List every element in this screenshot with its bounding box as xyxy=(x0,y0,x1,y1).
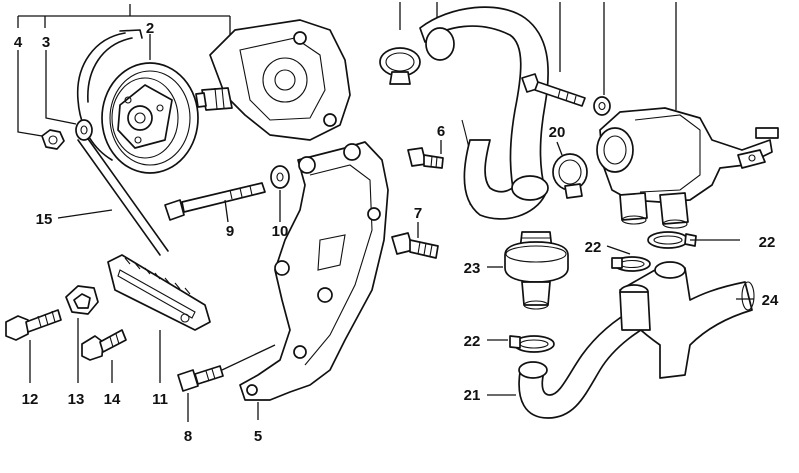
callout-22-upper-left: 22 xyxy=(585,239,602,256)
top-group-bracket xyxy=(17,2,677,110)
bolt-7 xyxy=(391,222,439,259)
callout-2: 2 xyxy=(146,20,154,37)
adjuster-nut-13 xyxy=(65,285,99,383)
pump-housing xyxy=(195,19,351,141)
callout-20: 20 xyxy=(549,124,566,141)
callout-9: 9 xyxy=(226,223,234,240)
hose-clamp-20 xyxy=(552,141,588,199)
callout-labels: 2 3 4 5 6 7 8 9 10 11 12 13 14 15 20 21 … xyxy=(14,20,779,445)
callout-14: 14 xyxy=(104,391,121,408)
callout-15: 15 xyxy=(36,211,53,228)
bolt-9 xyxy=(164,182,266,223)
bolt-14 xyxy=(81,329,127,383)
callout-6: 6 xyxy=(437,123,445,140)
bolt-6 xyxy=(407,140,444,169)
nut-4 xyxy=(17,50,65,150)
callout-10: 10 xyxy=(272,223,289,240)
callout-8: 8 xyxy=(184,428,192,445)
fitting-23 xyxy=(487,231,569,310)
hose-24 xyxy=(619,261,755,379)
callout-22-lower: 22 xyxy=(464,333,481,350)
thermostat-bolt xyxy=(521,73,586,107)
callout-5: 5 xyxy=(254,428,262,445)
bolt-8 xyxy=(177,344,276,422)
bolt-12 xyxy=(5,309,62,383)
hose-clamp-22-upper-right xyxy=(647,231,740,249)
callout-13: 13 xyxy=(68,391,85,408)
callout-7: 7 xyxy=(414,205,422,222)
thermostat-housing xyxy=(596,107,779,229)
callout-24: 24 xyxy=(762,292,779,309)
washer-3 xyxy=(45,50,93,141)
callout-23: 23 xyxy=(464,260,481,277)
mounting-bracket-5 xyxy=(239,141,389,420)
upper-coolant-hose xyxy=(419,6,549,220)
belt-pulley-assembly xyxy=(76,29,199,174)
callout-22-upper-right: 22 xyxy=(759,234,776,251)
callout-3: 3 xyxy=(42,34,50,51)
callout-12: 12 xyxy=(22,391,39,408)
upper-clamp xyxy=(379,47,421,85)
hose-clamp-22-lower xyxy=(487,335,555,353)
hose-clamp-22-upper-left xyxy=(606,245,651,272)
washer-10 xyxy=(270,165,290,222)
thermostat-washer xyxy=(593,96,611,116)
drive-belt xyxy=(57,135,169,256)
callout-11: 11 xyxy=(152,391,168,408)
tension-strap-11 xyxy=(107,254,211,383)
callout-21: 21 xyxy=(464,387,481,404)
callout-4: 4 xyxy=(14,34,23,51)
